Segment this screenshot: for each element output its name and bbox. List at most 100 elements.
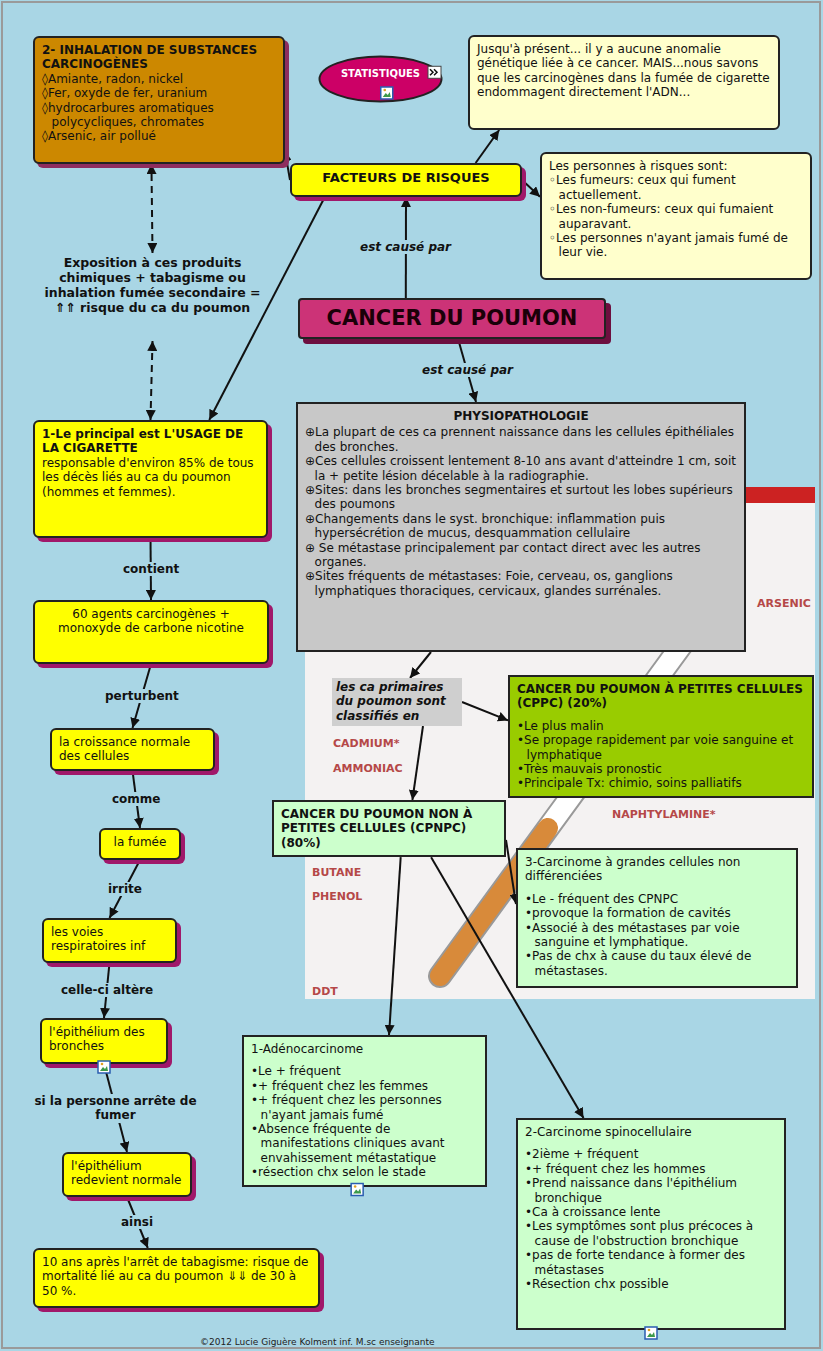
chemical-name: PHENOL (312, 890, 362, 903)
list-item: •+ fréquent chez les personnes n'ayant j… (251, 1093, 478, 1122)
picture-icon (351, 1184, 363, 1196)
connector (462, 702, 508, 720)
subtype-box: 2-Carcinome spinocellulaire •2ième + fréq… (516, 1118, 786, 1330)
list-item: •Résection chx possible (525, 1277, 777, 1291)
node-text: 60 agents carcinogènes + monoxyde de car… (42, 607, 260, 636)
node-text: la fumée (108, 835, 172, 849)
type-box: CANCER DU POUMON NON À PETITES CELLULES … (272, 800, 506, 857)
concept-box: 60 agents carcinogènes + monoxyde de car… (33, 600, 269, 664)
connector (506, 840, 516, 904)
connector (410, 652, 431, 678)
chemical-name: DDT (312, 985, 338, 998)
icon-frame (645, 1327, 657, 1339)
node-text: 3-Carcinome à grandes cellules non diffé… (525, 855, 789, 884)
connector (151, 341, 153, 420)
picture-icon (381, 87, 393, 99)
connector (151, 164, 152, 253)
list-item: •+ fréquent chez les femmes (251, 1079, 478, 1093)
ellipse-shape (320, 57, 442, 102)
list-item: •Le + fréquent (251, 1064, 478, 1078)
list-item: ⊕Changements dans le syst. bronchique: i… (305, 512, 737, 541)
list-item: •Le - fréquent des CPNPC (525, 892, 789, 906)
icon-picture (647, 1332, 655, 1337)
concept-box: l'épithélium redevient normale (62, 1152, 192, 1197)
chemical-name: BUTANE (312, 866, 361, 879)
icon-sun (648, 1329, 651, 1332)
node-text: 10 ans après l'arrêt de tabagisme: risqu… (42, 1255, 311, 1298)
copyright-note: ©2012 Lucie Giguère Kolment inf. M.sc en… (200, 1337, 435, 1347)
icon-frame (98, 1061, 110, 1073)
icon-sun (354, 1185, 357, 1188)
classifier-box: les ca primaires du poumon sont classifi… (332, 678, 462, 726)
list-item: ◊Amiante, radon, nickel (42, 72, 276, 86)
picture-icon (645, 1327, 657, 1339)
node-text: responsable d'environ 85% de tous les dé… (42, 456, 259, 499)
icon-picture (383, 92, 391, 97)
list-item: •Très mauvais pronostic (517, 762, 805, 776)
icon-picture (100, 1066, 108, 1071)
list-item: •Le plus malin (517, 719, 805, 733)
connector (412, 726, 423, 800)
node-text: 2-Carcinome spinocellulaire (525, 1125, 777, 1139)
node-text: 1-Adénocarcinome (251, 1042, 478, 1056)
edge-label: est causé par (357, 240, 454, 254)
node-heading: CANCER DU POUMON À PETITES CELLULES (CPP… (517, 682, 805, 711)
list-item: •Pas de chx à cause du taux élevé de mét… (525, 949, 789, 978)
list-item: ◦Les non-fumeurs: ceux qui fumaient aupa… (549, 202, 803, 231)
concept-box: la croissance normale des cellules (50, 728, 215, 771)
node-text: l'épithélium des bronches (49, 1025, 159, 1054)
list-item: •résection chx selon le stade (251, 1165, 478, 1179)
concept-box: 1-Le principal est L'USAGE DE LA CIGARET… (33, 420, 268, 538)
concept-box: la fumée (99, 828, 181, 860)
list-item: •provoque la formation de cavités (525, 906, 789, 920)
icon-frame (381, 87, 393, 99)
node-text: les ca primaires du poumon sont classifi… (336, 680, 458, 723)
list-item: •Se propage rapidement par voie sanguine… (517, 733, 805, 762)
chemical-name: NAPHTYLAMINE* (612, 808, 716, 821)
info-box: PHYSIOPATHOLOGIE⊕La plupart de ces ca pr… (296, 402, 746, 652)
chemical-name: CADMIUM* (333, 737, 399, 750)
connector (522, 180, 540, 197)
note-box: Les personnes à risques sont:◦Les fumeur… (540, 152, 812, 280)
concept-box: 10 ans après l'arrêt de tabagisme: risqu… (33, 1248, 320, 1308)
chemical-name: ARSENIC (757, 597, 811, 610)
node-text: CANCER DU POUMON (306, 306, 598, 331)
list-item: ⊕ Se métastase principalement par contac… (305, 541, 737, 570)
list-item: ⊕Sites fréquents de métastases: Foie, ce… (305, 569, 737, 598)
list-item: •Prend naissance dans l'épithélium bronc… (525, 1176, 777, 1205)
connector (389, 857, 401, 1035)
subtype-box: 3-Carcinome à grandes cellules non diffé… (516, 848, 798, 988)
note-box: Jusqu'à présent... il y a aucune anomali… (468, 35, 780, 130)
edge-label: contient (120, 562, 182, 576)
node-heading: PHYSIOPATHOLOGIE (305, 409, 737, 423)
edge-label: celle-ci altère (58, 983, 156, 997)
list-item: •Principale Tx: chimio, soins palliatifs (517, 776, 805, 790)
node-text: Jusqu'à présent... il y a aucune anomali… (477, 42, 771, 100)
node-heading: 1-Le principal est L'USAGE DE LA CIGARET… (42, 427, 259, 456)
list-item: •2ième + fréquent (525, 1147, 777, 1161)
main-topic: CANCER DU POUMON (298, 298, 606, 339)
list-item: •Associé à des métastases par voie sangu… (525, 921, 789, 950)
list-item: •Absence fréquente de manifestations cli… (251, 1122, 478, 1165)
node-heading: 2- INHALATION DE SUBSTANCES CARCINOGÈNES (42, 43, 276, 72)
concept-box: FACTEURS DE RISQUES (290, 163, 522, 197)
edge-label: si la personne arrête de fumer (25, 1094, 206, 1123)
icon-frame (351, 1184, 363, 1196)
connector (476, 130, 500, 163)
list-item: ⊕Sites: dans les bronches segmentaires e… (305, 483, 737, 512)
list-item: •Ca à croissance lente (525, 1205, 777, 1219)
node-text: la croissance normale des cellules (59, 735, 206, 764)
node-text: FACTEURS DE RISQUES (299, 170, 513, 186)
picture-icon (98, 1061, 110, 1073)
edge-label: perturbent (102, 689, 182, 703)
list-item: •Les symptômes sont plus précoces à caus… (525, 1219, 777, 1248)
subtype-box: 1-Adénocarcinome•Le + fréquent•+ fréquen… (242, 1035, 487, 1187)
hazard-box: 2- INHALATION DE SUBSTANCES CARCINOGÈNES… (33, 36, 285, 164)
list-item: ◊Fer, oxyde de fer, uranium (42, 86, 276, 100)
list-item: •+ fréquent chez les hommes (525, 1162, 777, 1176)
icon-sun (383, 89, 386, 92)
type-box: CANCER DU POUMON À PETITES CELLULES (CPP… (508, 675, 814, 798)
link-button (428, 66, 441, 78)
